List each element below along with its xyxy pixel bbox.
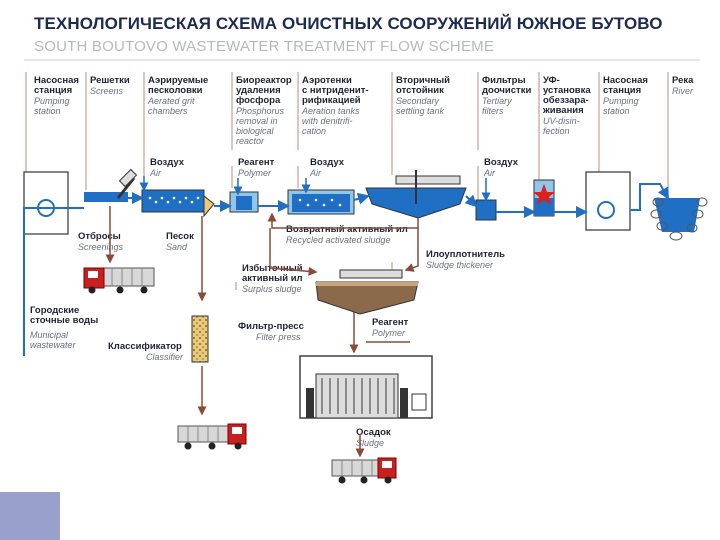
screens-unit: [84, 168, 138, 202]
stage-en: Secondary settling tank: [396, 96, 445, 116]
corner-accent-block: [0, 492, 60, 540]
label-ru: Воздух: [484, 157, 519, 168]
label-ru: Реагент: [372, 317, 409, 328]
label-en: Sludge: [356, 438, 385, 448]
label-filter-press: Фильтр-пресс Filter press: [238, 321, 304, 343]
label-en: Polymer: [372, 328, 406, 338]
label-reagent-2: Реагент Polymer: [372, 317, 409, 339]
label-en: Screenings: [78, 242, 124, 252]
classifier-unit: [191, 315, 209, 363]
label-en: Sand: [166, 242, 188, 252]
stage-en: UV-disin- fection: [543, 116, 580, 136]
label-ru: Реагент: [238, 157, 275, 168]
label-en: Sludge thickener: [426, 260, 494, 270]
stage-ru: УФ- установка обеззара- живания: [543, 75, 591, 116]
air-reagent-feeds: [139, 176, 491, 202]
label-en: Classifier: [146, 352, 184, 362]
stage-en: Screens: [90, 86, 124, 96]
label-ru: Фильтр-пресс: [238, 321, 304, 332]
stage-ru: Аэротенки с нитриденит- рификацией: [302, 75, 369, 106]
filter-press: [299, 355, 433, 419]
stage-aeration-tanks: Аэротенки с нитриденит- рификацией Aerat…: [302, 75, 369, 137]
stage-guide-lines: [25, 72, 669, 290]
stage-ru: Биореактор удаления фосфора: [236, 75, 292, 106]
stage-uv-disinfection: УФ- установка обеззара- живания UV-disin…: [543, 75, 591, 137]
truck-screenings: [83, 267, 155, 294]
label-en: Air: [484, 168, 495, 178]
influent-line: [23, 207, 84, 356]
stage-ru: Насосная станция: [603, 75, 648, 96]
stage-en: River: [672, 86, 694, 96]
label-en: Polymer: [238, 168, 272, 178]
uv-disinfection-unit: [533, 179, 555, 217]
label-ru: Отбросы: [78, 231, 121, 242]
label-sludge-thickener: Илоуплотнитель Sludge thickener: [426, 249, 505, 271]
label-en: Recycled activated sludge: [286, 235, 391, 245]
pumping-station-1: [23, 171, 69, 235]
stage-en: Phosphorus removal in biological reactor: [236, 106, 285, 146]
label-ru: Осадок: [356, 427, 391, 438]
label-ru: Илоуплотнитель: [426, 249, 505, 260]
label-ru: Воздух: [150, 157, 185, 168]
stage-ru: Фильтры доочистки: [482, 75, 532, 96]
label-ru: Городские сточные воды: [30, 305, 99, 326]
label-ru: Воздух: [310, 157, 345, 168]
stage-phosphorus-bioreactor: Биореактор удаления фосфора Phosphorus r…: [236, 75, 292, 147]
label-air-3: Воздух Air: [484, 157, 519, 179]
secondary-settling-tank: [365, 170, 467, 219]
label-classifier: Классификатор Classifier: [108, 341, 184, 363]
phosphorus-bioreactor: [229, 191, 259, 213]
label-en: Air: [310, 168, 321, 178]
diagram-title: ТЕХНОЛОГИЧЕСКАЯ СХЕМА ОЧИСТНЫХ СООРУЖЕНИ…: [34, 14, 663, 33]
diagram-subtitle: SOUTH BOUTOVO WASTEWATER TREATMENT FLOW …: [34, 38, 495, 55]
stage-secondary-settling: Вторичный отстойник Secondary settling t…: [396, 75, 450, 117]
stage-river: Река River: [672, 75, 694, 97]
stage-ru: Насосная станция: [34, 75, 79, 96]
stage-en: Aeration tanks with denitrifi- cation: [302, 106, 360, 136]
sludge-thickener: [315, 269, 419, 315]
label-en: Municipal wastewater: [30, 330, 76, 350]
label-sand: Песок Sand: [166, 231, 194, 253]
tertiary-filter: [475, 199, 497, 221]
aeration-tank: [287, 189, 355, 215]
label-air-1: Воздух Air: [150, 157, 185, 179]
truck-sand: [177, 423, 247, 450]
truck-sludge: [331, 457, 397, 484]
label-ru: Классификатор: [108, 341, 182, 352]
stage-pumping-station-2: Насосная станция Pumping station: [603, 75, 648, 117]
label-en: Filter press: [256, 332, 301, 342]
label-recycled-sludge: Возвратный активный ил Recycled activate…: [286, 224, 408, 246]
river-basin: [650, 197, 708, 241]
main-flow-line: [68, 183, 669, 218]
label-municipal-wastewater: Городские сточные воды Municipal wastewa…: [30, 305, 99, 351]
stage-ru: Река: [672, 75, 694, 86]
sludge-lines: [105, 206, 419, 458]
label-screenings: Отбросы Screenings: [78, 231, 124, 253]
grit-chamber: [141, 189, 215, 218]
label-ru: Песок: [166, 231, 194, 242]
pumping-station-2: [585, 171, 631, 231]
label-ru: Возвратный активный ил: [286, 224, 408, 235]
stage-grit-chambers: Аэрируемые песколовки Aerated grit chamb…: [148, 75, 209, 117]
label-en: Surplus sludge: [242, 284, 302, 294]
label-en: Air: [150, 168, 161, 178]
stage-en: Tertiary filters: [482, 96, 512, 116]
label-reagent-1: Реагент Polymer: [238, 157, 275, 179]
stage-en: Pumping station: [34, 96, 70, 116]
stage-ru: Вторичный отстойник: [396, 75, 450, 96]
stage-ru: Решетки: [90, 75, 130, 86]
stage-tertiary-filters: Фильтры доочистки Tertiary filters: [482, 75, 532, 117]
stage-screens: Решетки Screens: [90, 75, 130, 97]
stage-ru: Аэрируемые песколовки: [148, 75, 209, 96]
label-air-2: Воздух Air: [310, 157, 345, 179]
stage-en: Aerated grit chambers: [148, 96, 195, 116]
stage-pumping-station-1: Насосная станция Pumping station: [34, 75, 79, 117]
stage-en: Pumping station: [603, 96, 639, 116]
label-sludge: Осадок Sludge: [356, 427, 391, 449]
